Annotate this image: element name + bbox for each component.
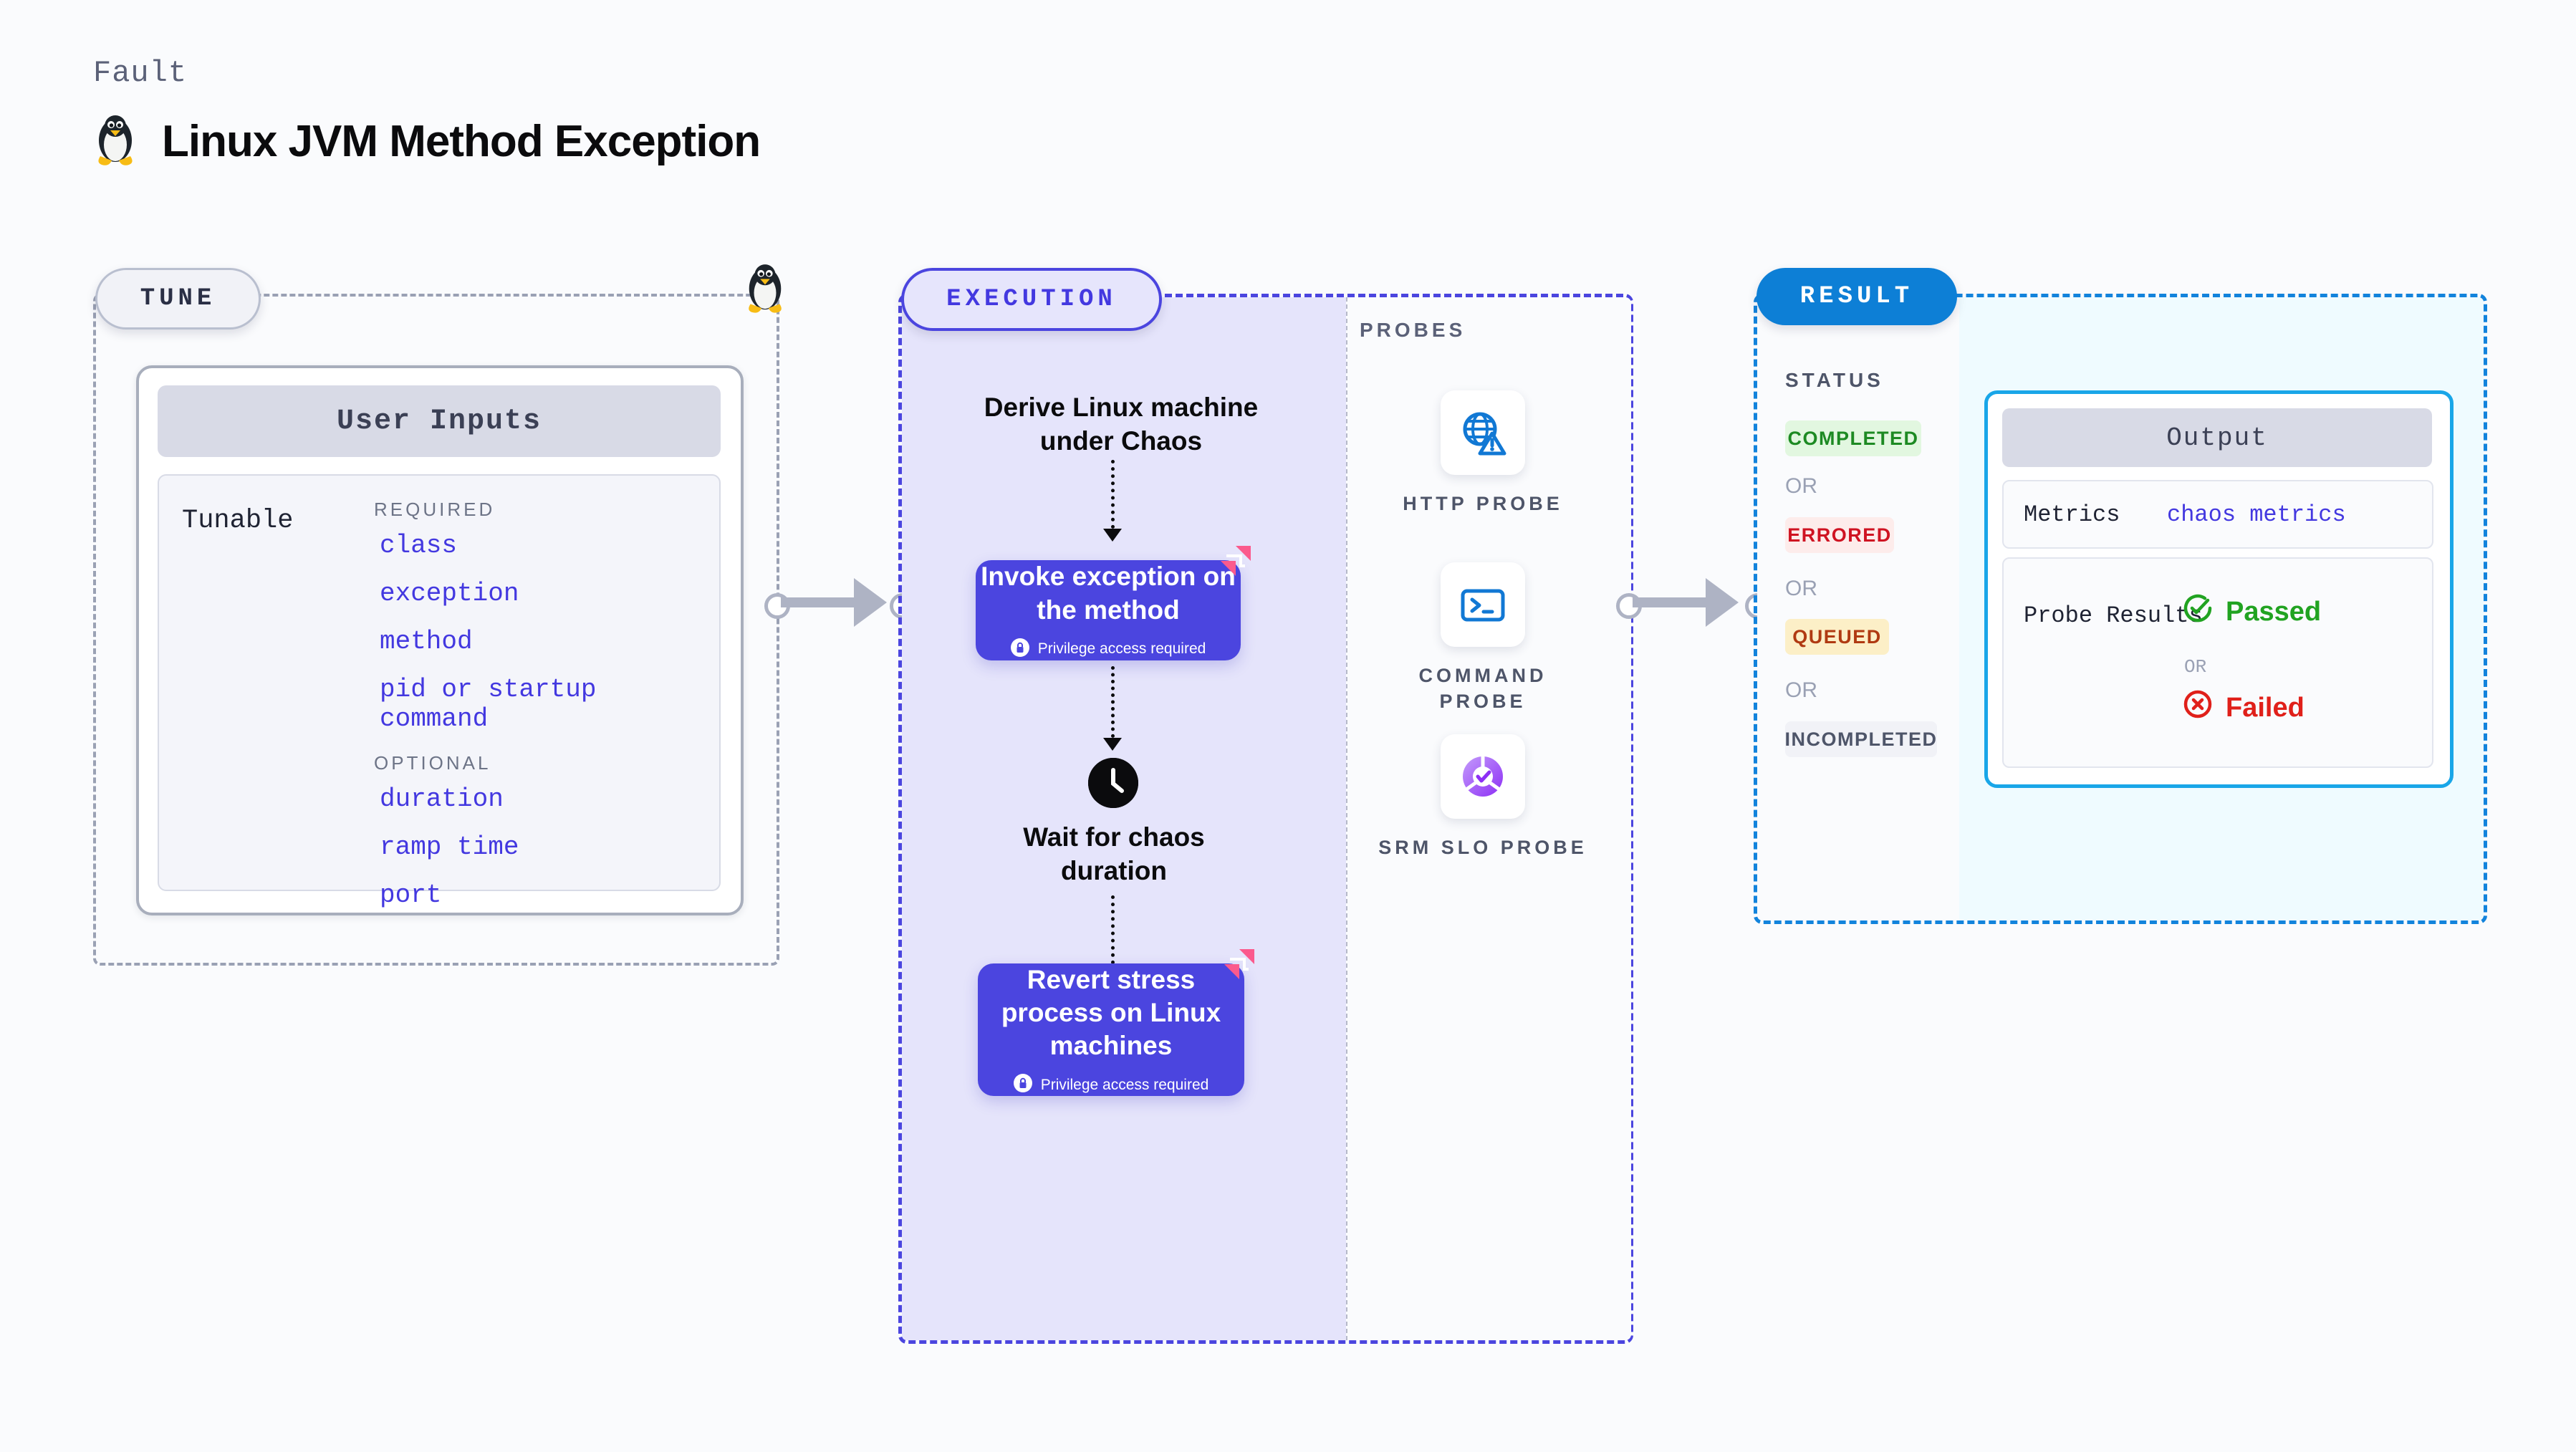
page-title-row: Linux JVM Method Exception bbox=[93, 115, 761, 168]
probe-http-label: HTTP PROBE bbox=[1403, 493, 1563, 514]
chaos-logo-badge-icon bbox=[1219, 544, 1252, 581]
flow-arrow-head-1 bbox=[1103, 529, 1122, 542]
flow-arrow-2 bbox=[1111, 666, 1118, 738]
status-or-3: OR bbox=[1785, 678, 1817, 702]
flow-arrow-3 bbox=[1111, 895, 1118, 964]
result-tag: RESULT bbox=[1756, 268, 1957, 325]
probe-result-failed: Failed bbox=[2183, 689, 2305, 726]
clock-icon bbox=[1088, 758, 1138, 808]
step-invoke-exception-title: Invoke exception on the method bbox=[981, 562, 1236, 625]
step-revert-stress-title: Revert stress process on Linux machines bbox=[1001, 964, 1221, 1061]
metrics-row: Metrics chaos metrics bbox=[2002, 480, 2433, 549]
tunable-box: Tunable REQUIRED class exception method … bbox=[158, 474, 721, 910]
execution-tag: EXECUTION bbox=[901, 268, 1162, 331]
tunable-input-list: REQUIRED class exception method pid or s… bbox=[374, 493, 703, 928]
probe-result-passed-label: Passed bbox=[2226, 596, 2322, 627]
privilege-note-1: Privilege access required bbox=[1010, 638, 1206, 660]
tunable-input-class[interactable]: class bbox=[380, 531, 458, 560]
probes-label: PROBES bbox=[1360, 319, 1466, 341]
status-or-1: OR bbox=[1785, 474, 1817, 498]
execution-region bbox=[898, 294, 1633, 1344]
check-circle-icon bbox=[2183, 593, 2213, 630]
metrics-value[interactable]: chaos metrics bbox=[2167, 501, 2346, 528]
tune-tag: TUNE bbox=[95, 268, 261, 330]
output-card: Output Metrics chaos metrics Probe Resul… bbox=[1984, 390, 2454, 788]
tunable-input-duration[interactable]: duration bbox=[380, 784, 504, 814]
connector-line-exec-result bbox=[1633, 597, 1726, 607]
linux-penguin-icon bbox=[93, 115, 138, 168]
tunable-input-exception[interactable]: exception bbox=[380, 579, 519, 608]
probe-result-or: OR bbox=[2184, 656, 2207, 678]
tune-linux-penguin-icon bbox=[744, 264, 787, 315]
status-label: STATUS bbox=[1785, 369, 1884, 391]
step-invoke-exception[interactable]: Invoke exception on the method Privilege… bbox=[976, 546, 1251, 660]
probe-result-passed: Passed bbox=[2183, 593, 2321, 630]
optional-section-label: OPTIONAL bbox=[374, 752, 491, 774]
privilege-note-2-label: Privilege access required bbox=[1040, 1076, 1209, 1093]
connector-line-tune-exec bbox=[781, 597, 874, 607]
user-inputs-card: User Inputs Tunable REQUIRED class excep… bbox=[136, 365, 744, 915]
flow-arrow-1 bbox=[1111, 460, 1118, 529]
probe-command[interactable]: COMMAND PROBE bbox=[1375, 562, 1590, 715]
connector-arrow-exec-result bbox=[1706, 578, 1739, 627]
slo-donut-check-icon bbox=[1441, 734, 1525, 819]
privilege-note-1-label: Privilege access required bbox=[1037, 640, 1206, 658]
wait-duration-title: Wait for chaos duration bbox=[1023, 822, 1205, 886]
execution-body bbox=[902, 297, 1346, 1340]
status-badge-incompleted: INCOMPLETED bbox=[1785, 721, 1937, 757]
probe-srm-slo-label: SRM SLO PROBE bbox=[1378, 837, 1587, 858]
status-badge-completed: COMPLETED bbox=[1785, 420, 1921, 456]
page-title: Linux JVM Method Exception bbox=[162, 116, 761, 166]
result-status-column bbox=[1757, 297, 1961, 920]
probe-command-label: COMMAND PROBE bbox=[1418, 665, 1547, 713]
connector-arrow-tune-exec bbox=[854, 578, 887, 627]
tunable-input-port[interactable]: port bbox=[380, 880, 442, 910]
probe-results-row: Probe Results Passed OR Failed bbox=[2002, 557, 2433, 768]
status-or-2: OR bbox=[1785, 577, 1817, 600]
globe-warning-icon bbox=[1441, 390, 1525, 475]
probe-result-failed-label: Failed bbox=[2226, 692, 2305, 723]
terminal-icon bbox=[1441, 562, 1525, 647]
tunable-label: Tunable bbox=[182, 506, 294, 536]
status-badge-errored: ERRORED bbox=[1785, 517, 1894, 553]
derive-machine-title: Derive Linux machine under Chaos bbox=[984, 393, 1259, 456]
chaos-logo-badge-icon bbox=[1223, 948, 1256, 984]
probe-http[interactable]: HTTP PROBE bbox=[1375, 390, 1590, 516]
probe-results-key: Probe Results bbox=[2024, 602, 2203, 629]
user-inputs-title: User Inputs bbox=[158, 385, 721, 457]
status-badge-queued: QUEUED bbox=[1785, 619, 1889, 655]
tunable-input-pid[interactable]: pid or startup command bbox=[380, 675, 597, 734]
probe-srm-slo[interactable]: SRM SLO PROBE bbox=[1375, 734, 1590, 860]
tune-region bbox=[93, 294, 779, 966]
tunable-input-method[interactable]: method bbox=[380, 627, 473, 656]
page-kicker: Fault bbox=[93, 56, 188, 90]
lock-icon bbox=[1010, 638, 1029, 660]
step-revert-stress[interactable]: Revert stress process on Linux machines … bbox=[978, 949, 1254, 1096]
tunable-input-ramptime[interactable]: ramp time bbox=[380, 832, 519, 862]
required-section-label: REQUIRED bbox=[374, 499, 496, 520]
output-title: Output bbox=[2002, 408, 2432, 467]
privilege-note-2: Privilege access required bbox=[1013, 1074, 1209, 1096]
lock-icon bbox=[1013, 1074, 1032, 1096]
flow-arrow-head-2 bbox=[1103, 738, 1122, 751]
x-circle-icon bbox=[2183, 689, 2213, 726]
metrics-key: Metrics bbox=[2024, 501, 2120, 528]
